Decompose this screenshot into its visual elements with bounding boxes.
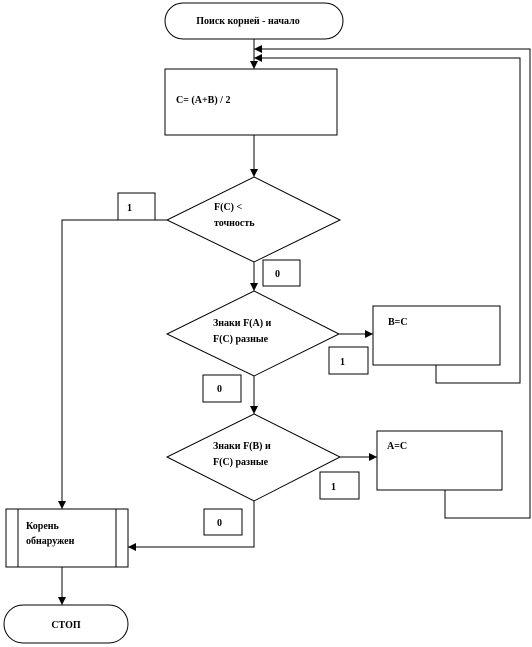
root-found-line1: Корень xyxy=(26,521,60,532)
decision-3-line2: F(C) разные xyxy=(213,457,269,468)
stop-label: СТОП xyxy=(51,620,81,631)
assign-b-box: B=C xyxy=(372,305,501,366)
decision-3-yes-label: 1 xyxy=(331,482,336,493)
decision-1-no-label: 0 xyxy=(275,269,280,280)
arrow-decision-1-yes xyxy=(58,219,167,509)
decision-2-line2: F(C) разные xyxy=(213,334,269,345)
root-found-box: Корень обнаружен xyxy=(5,508,129,568)
assign-a-label: A=C xyxy=(387,441,407,452)
assign-b-label: B=C xyxy=(388,317,408,328)
decision-1-yes-box: 1 xyxy=(117,192,156,221)
decision-3-no-box: 0 xyxy=(203,508,243,536)
decision-2-no-box: 0 xyxy=(202,374,242,403)
decision-1: F(C) < точность xyxy=(165,176,342,263)
decision-1-yes-label: 1 xyxy=(127,203,132,214)
decision-2-no-label: 0 xyxy=(217,384,222,395)
arrow-decision-3-no xyxy=(128,501,255,551)
decision-3-no-label: 0 xyxy=(217,518,222,529)
decision-1-line2: точность xyxy=(214,218,255,229)
arrow-assign-a-loop xyxy=(254,45,531,519)
decision-1-line1: F(C) < xyxy=(214,202,242,213)
stop-terminator: СТОП xyxy=(3,604,129,644)
decision-2-line1: Знаки F(A) и xyxy=(213,318,272,329)
compute-c-label: C= (A+B) / 2 xyxy=(176,95,230,106)
decision-3-yes-box: 1 xyxy=(319,471,360,500)
decision-2: Знаки F(A) и F(C) разные xyxy=(165,290,341,377)
assign-a-box: A=C xyxy=(376,430,503,491)
decision-1-no-box: 0 xyxy=(262,259,301,287)
start-label: Поиск корней - начало xyxy=(196,16,299,27)
decision-3-line1: Знаки F(B) и xyxy=(213,441,271,452)
decision-3: Знаки F(B) и F(C) разные xyxy=(165,413,342,502)
start-terminator: Поиск корней - начало xyxy=(164,2,344,40)
compute-c-box: C= (A+B) / 2 xyxy=(164,68,338,136)
decision-2-yes-label: 1 xyxy=(340,357,345,368)
root-found-line2: обнаружен xyxy=(26,536,75,547)
arrow-assign-b-loop xyxy=(254,54,521,384)
decision-2-yes-box: 1 xyxy=(328,346,369,375)
